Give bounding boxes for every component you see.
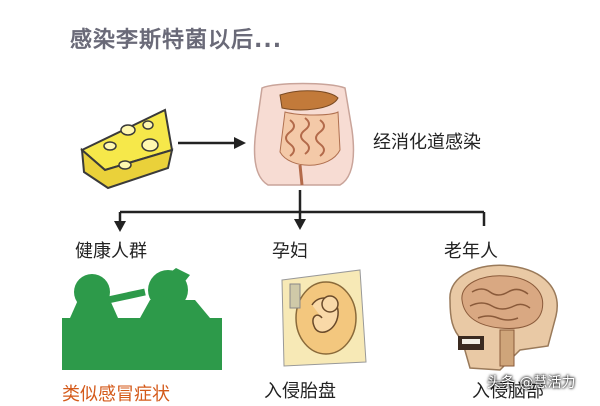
- group-pregnant-label: 孕妇: [272, 241, 308, 262]
- arrow-right-icon: [178, 137, 246, 149]
- group-elderly-label: 老年人: [444, 241, 498, 262]
- brain-icon: [449, 264, 558, 371]
- digestive-tract-icon: [253, 82, 355, 186]
- outcome-pregnant-label: 入侵胎盘: [264, 381, 336, 402]
- outcome-elderly-label: 入侵脑部: [472, 381, 544, 402]
- page-title: 感染李斯特菌以后...: [70, 28, 283, 53]
- fetus-in-womb-icon: [281, 269, 367, 367]
- group-healthy-label: 健康人群: [75, 241, 147, 262]
- branch-arrows: [114, 190, 486, 232]
- gi-infection-label: 经消化道感染: [373, 132, 481, 153]
- cheese-icon: [80, 108, 174, 190]
- watermark: 头条 @慧活力: [487, 375, 576, 391]
- sick-people-icon: [62, 268, 222, 370]
- outcome-healthy-label: 类似感冒症状: [62, 384, 170, 405]
